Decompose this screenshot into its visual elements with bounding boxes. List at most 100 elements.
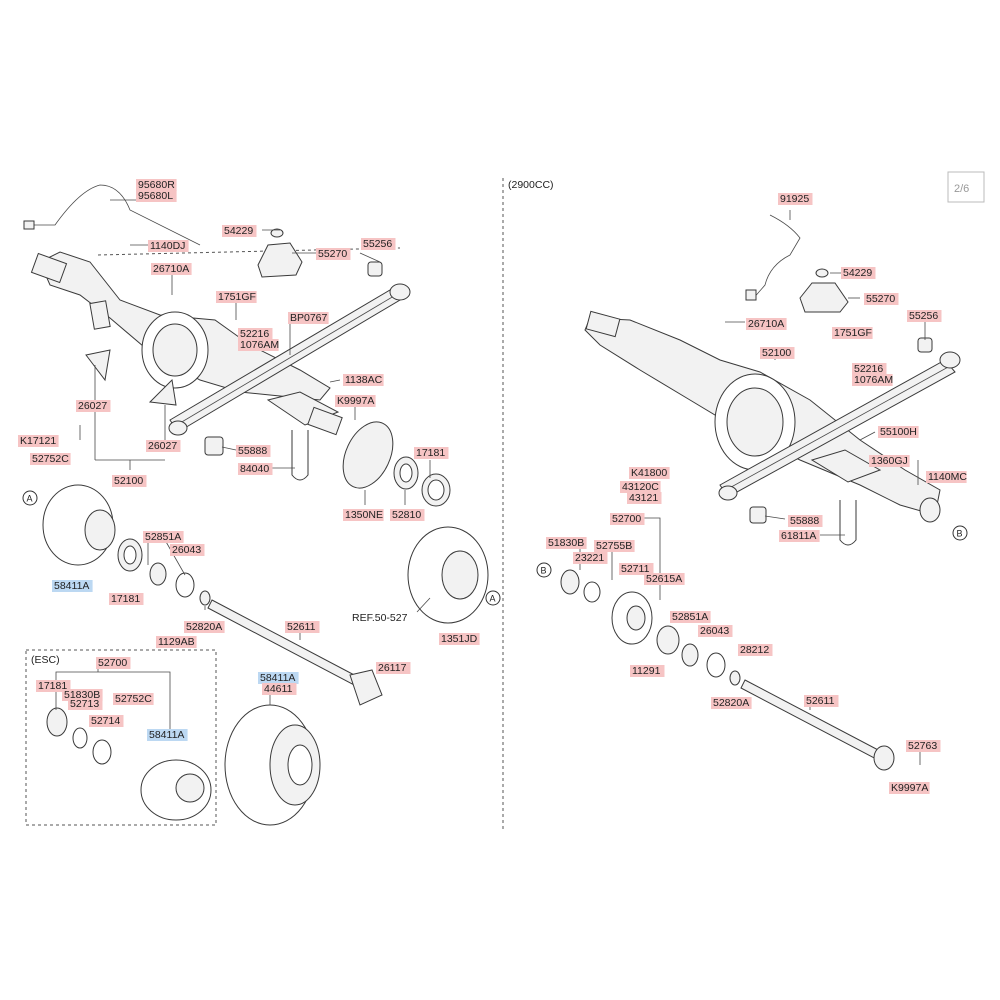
part-label-17181: 17181 [109,593,144,605]
marker-b-axle [952,525,968,541]
part-label-1129ab: 1129AB [156,636,197,648]
part-label-bg [36,680,71,692]
part-label-52700: 52700 [96,657,131,669]
part-label-bg [390,509,425,521]
part-number-text: K41800 [631,467,667,479]
part-label-1076am: 1076AM [238,339,279,351]
part-label-bg [361,238,396,250]
left-u-bolt [291,430,309,481]
part-label-bg [779,530,820,542]
part-label-26043: 26043 [170,544,205,556]
part-label-bg [760,347,795,359]
part-label-bg [804,695,839,707]
right-axle-flange [873,745,895,771]
ref-note: REF.50-527 [352,612,408,624]
part-number-text: 51830B [548,537,584,549]
part-number-text: 52752C [115,693,152,705]
part-label-26117: 26117 [376,662,411,674]
part-number-text: 95680R [138,179,175,191]
part-label-bg [147,729,188,741]
marker-b-hub [536,562,552,578]
guide-line [97,247,401,256]
part-number-text: 58411A [54,580,89,592]
part-label-26043: 26043 [698,625,733,637]
part-label-52851a: 52851A [670,611,711,623]
left-mount-26027b [148,378,177,406]
part-label-bg [738,644,773,656]
part-number-text: 55888 [790,515,819,527]
part-number-text: 26117 [378,662,407,674]
part-number-text: 26710A [748,318,784,330]
right-nut-54229 [815,268,829,278]
part-label-bg [907,310,942,322]
part-number-text: 1140DJ [150,240,185,252]
right-bearing-52615a [656,625,680,655]
part-number-text: 84040 [240,463,269,475]
left-seal-52851a [149,562,167,586]
part-label-1751gf: 1751GF [832,327,873,339]
part-number-text: 43120C [622,481,659,493]
part-label-bg [594,540,635,552]
part-number-text: 17181 [38,680,67,692]
part-number-text: 55100H [880,426,917,438]
part-number-text: 52713 [70,698,99,710]
part-label-91925: 91925 [778,193,813,205]
marker-a-left-text: A [27,494,33,504]
part-number-text: 1076AM [854,374,893,386]
part-label-bg [238,463,273,475]
part-number-text: 1751GF [218,291,256,303]
part-label-bg [698,625,733,637]
part-label-bp0767: BP0767 [288,312,329,324]
part-label-52752c: 52752C [30,453,71,465]
part-label-52713: 52713 [68,698,103,710]
part-label-bg [841,267,876,279]
part-label-58411a: 58411A [52,580,93,592]
part-label-bg [644,573,685,585]
page-indicator-box [947,171,985,203]
part-label-1140dj: 1140DJ [148,240,189,252]
part-number-text: 52763 [908,740,937,752]
part-number-text: 1140MC [928,471,967,483]
part-label-bg [146,440,181,452]
part-number-text: 52810 [392,509,421,521]
part-label-bg [335,395,376,407]
right-seal-51830b [560,569,580,595]
part-number-text: 95680L [138,190,173,202]
marker-a-left [22,490,38,506]
part-number-text: 52820A [713,697,749,709]
part-label-52100: 52100 [760,347,795,359]
part-label-k9997a: K9997A [889,782,930,794]
part-label-bg [238,339,279,351]
part-label-bg [222,225,257,237]
part-number-text: K9997A [891,782,928,794]
part-label-1360gj: 1360GJ [869,455,910,467]
part-label-52611: 52611 [804,695,839,707]
part-label-23221: 23221 [573,552,608,564]
part-label-26710a: 26710A [746,318,787,330]
part-label-95680r: 95680R [136,179,177,191]
part-label-bg [96,657,131,669]
part-label-1076am: 1076AM [852,374,893,386]
part-label-bg [316,248,351,260]
left-ring-26043 [175,572,195,598]
left-axle-flange [349,669,383,706]
part-label-54229: 54229 [841,267,876,279]
part-number-text: 1350NE [345,509,383,521]
part-number-text: 52615A [646,573,682,585]
part-label-bg [343,374,384,386]
left-abs-wire [30,184,201,246]
part-label-55256: 55256 [361,238,396,250]
esc-box [25,649,217,826]
part-number-text: 52100 [114,475,143,487]
part-label-bg [573,552,608,564]
part-label-bg [76,400,111,412]
part-number-text: 1129AB [158,636,195,648]
part-label-bg [670,611,711,623]
part-label-84040: 84040 [238,463,273,475]
marker-b-axle-text: B [957,529,963,539]
part-number-text: 52714 [91,715,120,727]
part-label-52763: 52763 [906,740,941,752]
part-number-text: 43121 [629,492,658,504]
